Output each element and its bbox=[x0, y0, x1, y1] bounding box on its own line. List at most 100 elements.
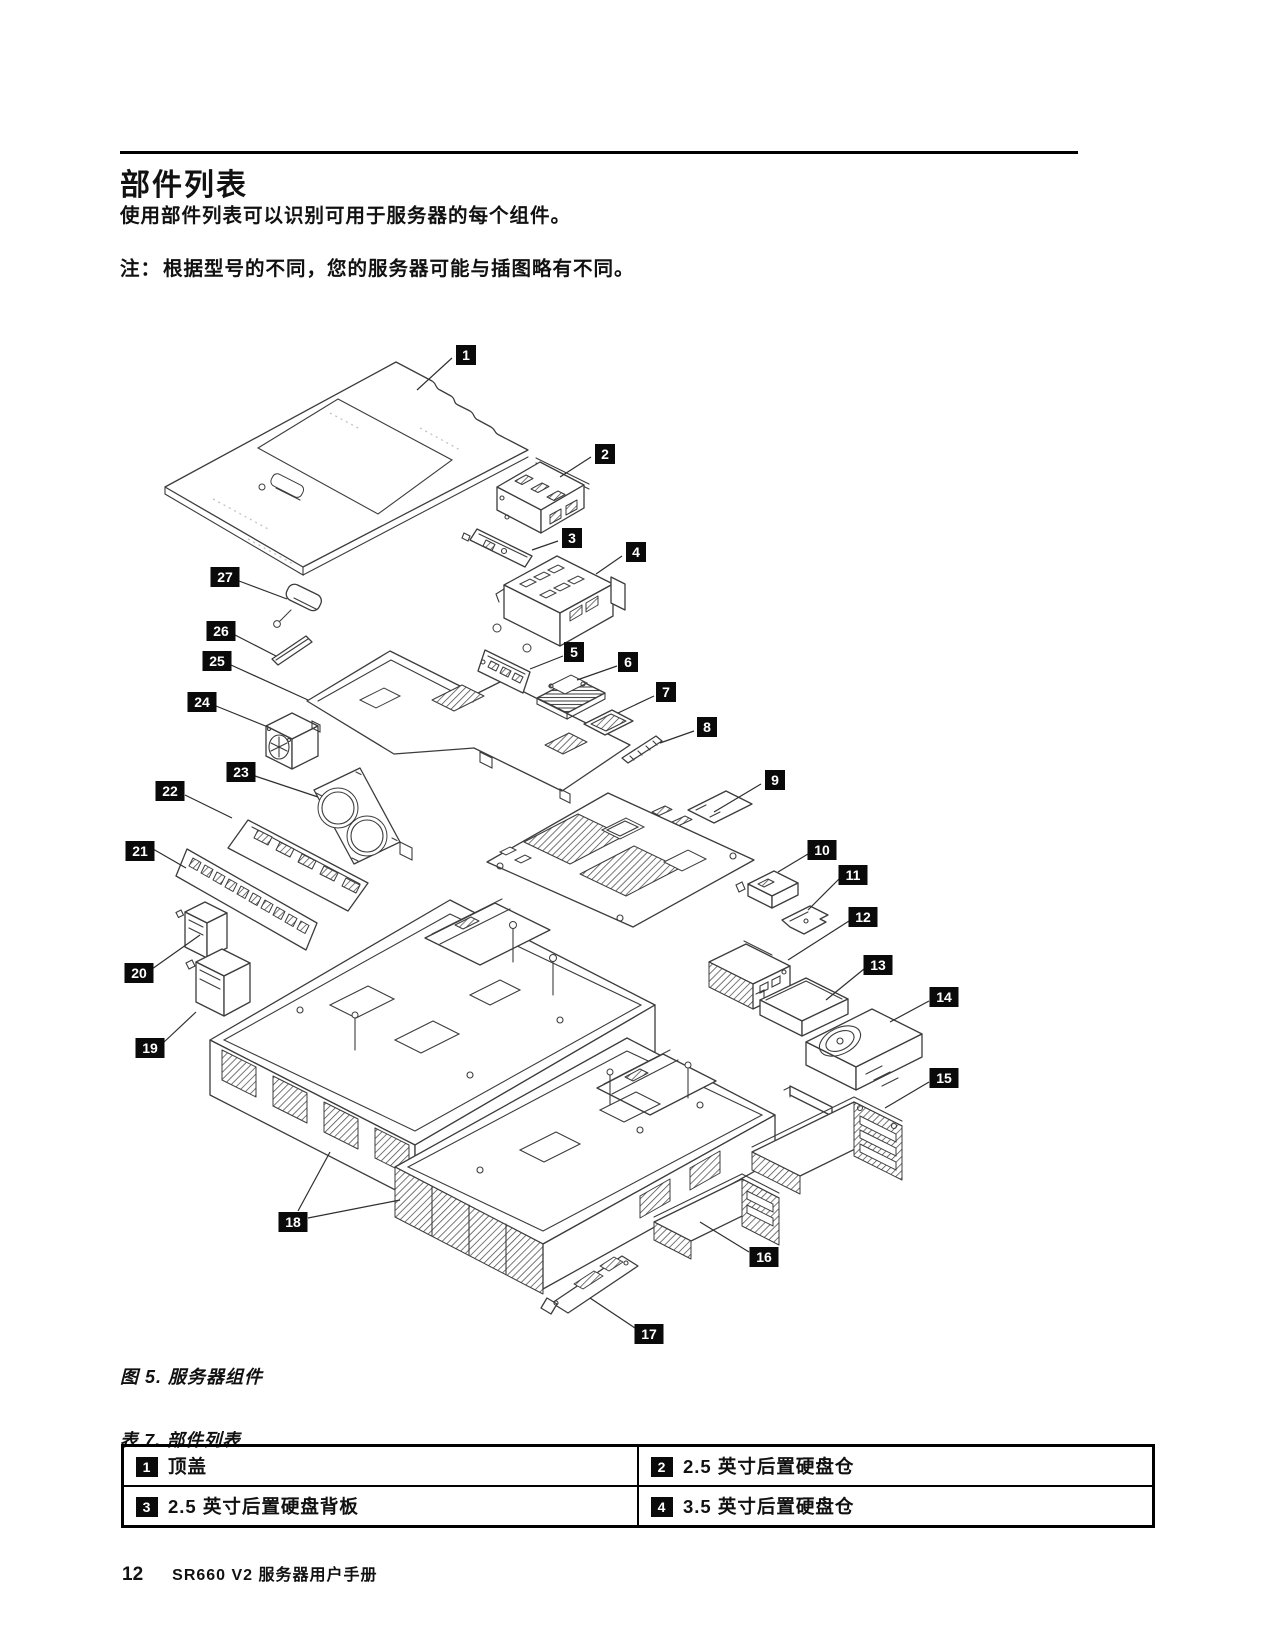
callout-number-11: 11 bbox=[846, 867, 861, 883]
part-18-chassis-2 bbox=[394, 1037, 776, 1295]
callout-number-17: 17 bbox=[641, 1326, 657, 1342]
leader-line-23 bbox=[254, 775, 319, 798]
leader-line-21 bbox=[152, 848, 187, 869]
callout-box-15 bbox=[929, 1068, 959, 1088]
item-number-badge: 4 bbox=[651, 1497, 673, 1517]
part-17-board bbox=[540, 1255, 639, 1315]
callout-number-8: 8 bbox=[703, 719, 711, 735]
part-20-drive bbox=[175, 901, 228, 959]
item-label: 3.5 英寸后置硬盘仓 bbox=[683, 1496, 855, 1517]
callout-number-26: 26 bbox=[213, 623, 229, 639]
leader-line-4 bbox=[595, 555, 623, 575]
callout-box-16 bbox=[749, 1247, 779, 1267]
part-14-gpu-adapter bbox=[783, 1008, 923, 1117]
leader-line-26 bbox=[234, 634, 277, 657]
leader-line-12 bbox=[787, 920, 850, 961]
note-label: 注： bbox=[120, 258, 162, 280]
callout-box-22 bbox=[155, 781, 185, 801]
callout-box-25 bbox=[202, 651, 232, 671]
table-cell-4: 4 3.5 英寸后置硬盘仓 bbox=[637, 1485, 1155, 1528]
part-25-air-baffle bbox=[306, 650, 631, 804]
part-10-module bbox=[735, 870, 799, 909]
part-15-riser bbox=[751, 1096, 903, 1195]
part-13-adapter-tray bbox=[755, 977, 849, 1037]
callout-number-1: 1 bbox=[462, 347, 470, 363]
callout-box-6 bbox=[618, 652, 638, 672]
callout-box-12 bbox=[848, 907, 878, 927]
callout-number-12: 12 bbox=[855, 909, 871, 925]
item-label: 顶盖 bbox=[168, 1456, 208, 1477]
callout-box-23 bbox=[226, 762, 256, 782]
leader-line-3 bbox=[531, 540, 559, 551]
leader-line-19 bbox=[162, 1011, 197, 1044]
part-16-riser bbox=[653, 1173, 780, 1260]
callout-box-19 bbox=[135, 1038, 165, 1058]
callout-box-20 bbox=[124, 963, 154, 983]
item-number-badge: 3 bbox=[136, 1497, 158, 1517]
callout-box-26 bbox=[206, 621, 236, 641]
leader-line-20 bbox=[151, 934, 201, 970]
leader-line-11 bbox=[807, 878, 840, 911]
leader-line-5 bbox=[529, 655, 564, 670]
callout-box-18 bbox=[278, 1212, 308, 1232]
leader-line-27 bbox=[238, 580, 288, 600]
part-27 bbox=[273, 583, 322, 628]
callout-number-3: 3 bbox=[568, 530, 576, 546]
leader-line-2 bbox=[559, 456, 592, 478]
callout-box-13 bbox=[863, 955, 893, 975]
leader-line-17 bbox=[589, 1297, 636, 1329]
callout-number-19: 19 bbox=[142, 1040, 158, 1056]
item-number-badge: 1 bbox=[136, 1457, 158, 1477]
section-divider-rule bbox=[120, 151, 1078, 154]
doc-title: SR660 V2 服务器用户手册 bbox=[172, 1567, 378, 1584]
leader-line-6 bbox=[576, 665, 618, 681]
callout-box-3 bbox=[562, 528, 582, 548]
callout-box-17 bbox=[634, 1324, 664, 1344]
callout-number-6: 6 bbox=[624, 654, 632, 670]
part-11-bracket bbox=[781, 905, 829, 935]
part-8-memory-module bbox=[621, 735, 663, 764]
callout-number-9: 9 bbox=[771, 772, 779, 788]
leader-line-16 bbox=[699, 1221, 750, 1253]
leader-line-1 bbox=[416, 357, 453, 391]
callout-number-25: 25 bbox=[209, 653, 225, 669]
leader-line-8 bbox=[659, 730, 695, 744]
leader-line-10 bbox=[777, 853, 809, 873]
leader-line-18 bbox=[297, 1151, 331, 1212]
callout-number-24: 24 bbox=[194, 694, 210, 710]
part-3-rear-backplane bbox=[461, 528, 533, 568]
part-4-rear-cage bbox=[492, 555, 626, 653]
cover-latch-handle bbox=[258, 473, 305, 501]
callout-number-5: 5 bbox=[570, 644, 578, 660]
callout-number-16: 16 bbox=[756, 1249, 772, 1265]
callout-box-2 bbox=[595, 444, 615, 464]
callout-box-27 bbox=[210, 567, 240, 587]
callout-box-5 bbox=[564, 642, 584, 662]
part-21-backplane-strip bbox=[175, 848, 318, 951]
callout-box-1 bbox=[456, 345, 476, 365]
item-number-badge: 2 bbox=[651, 1457, 673, 1477]
part-23-fan-cage bbox=[313, 767, 413, 865]
callout-layer: 1234567891011121314151617181920212223242… bbox=[124, 345, 959, 1344]
callout-number-2: 2 bbox=[601, 446, 609, 462]
callout-box-9 bbox=[765, 770, 785, 790]
part-7-processor bbox=[583, 709, 634, 736]
leader-line-22 bbox=[184, 794, 233, 819]
callout-number-23: 23 bbox=[233, 764, 249, 780]
leader-line-24 bbox=[215, 705, 269, 728]
leader-line-9 bbox=[713, 783, 762, 813]
part-19-drive bbox=[185, 948, 251, 1017]
callout-number-13: 13 bbox=[870, 957, 886, 973]
part-top-cover bbox=[164, 361, 529, 576]
leader-line-25 bbox=[230, 664, 309, 701]
callout-box-21 bbox=[125, 841, 155, 861]
callout-number-27: 27 bbox=[217, 569, 233, 585]
